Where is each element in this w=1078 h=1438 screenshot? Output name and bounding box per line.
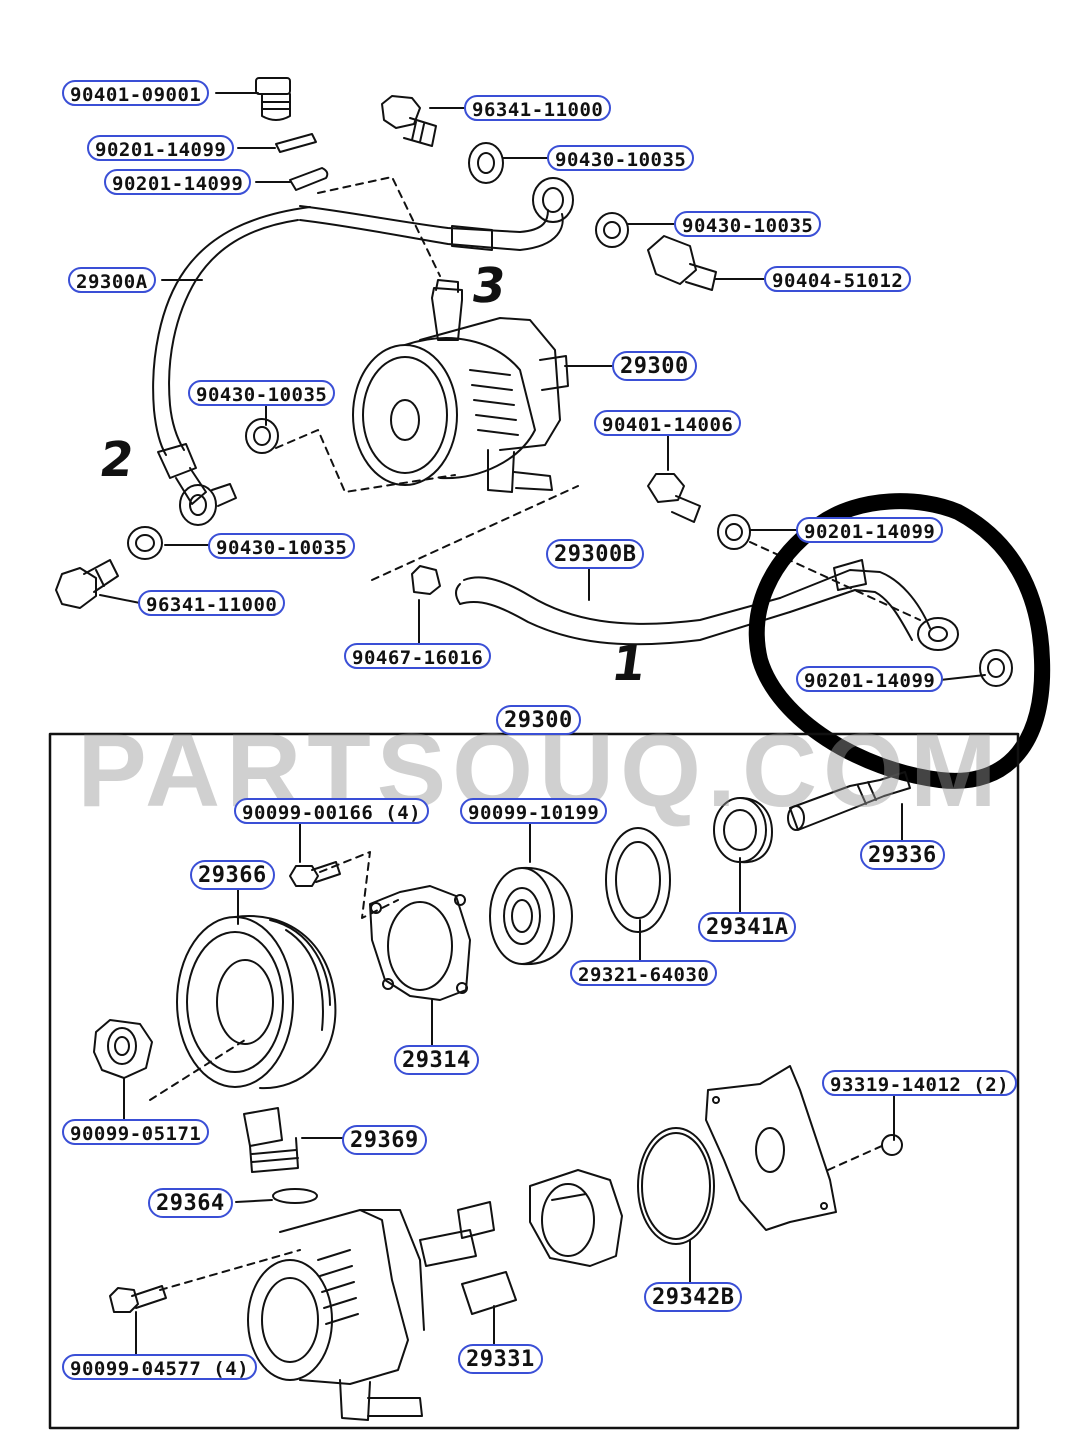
part-label-90430-10035[interactable]: 90430-10035 bbox=[208, 533, 356, 559]
part-label-29300[interactable]: 29300 bbox=[612, 351, 697, 381]
part-label-90201-14099[interactable]: 90201-14099 bbox=[87, 135, 235, 161]
washer-icon bbox=[469, 143, 503, 183]
hose-29300A-icon bbox=[153, 207, 310, 525]
o-ring-icon bbox=[273, 1189, 317, 1203]
part-label-90099-00166[interactable]: 90099-00166 (4) bbox=[234, 798, 430, 824]
oil-seal-icon bbox=[714, 798, 772, 862]
part-label-29300A[interactable]: 29300A bbox=[68, 267, 156, 293]
part-label-90467-16016[interactable]: 90467-16016 bbox=[344, 643, 492, 669]
part-label-90430-10035[interactable]: 90430-10035 bbox=[188, 380, 336, 406]
part-label-29314[interactable]: 29314 bbox=[394, 1045, 479, 1075]
part-label-90401-09001[interactable]: 90401-09001 bbox=[62, 80, 210, 106]
pipe-upper-icon bbox=[300, 206, 563, 250]
bolt-icon bbox=[290, 862, 340, 886]
washer-icon bbox=[128, 419, 278, 559]
plate-29314-icon bbox=[370, 886, 470, 1000]
part-label-90404-51012[interactable]: 90404-51012 bbox=[764, 266, 912, 292]
part-label-90201-14099[interactable]: 90201-14099 bbox=[796, 517, 944, 543]
part-label-93319-14012[interactable]: 93319-14012 (2) bbox=[822, 1070, 1018, 1096]
bearing-icon bbox=[490, 868, 572, 964]
union-fitting-icon bbox=[244, 1108, 298, 1172]
part-label-29321-64030[interactable]: 29321-64030 bbox=[570, 960, 718, 986]
nut-icon bbox=[94, 1020, 152, 1078]
hose-29300B-icon bbox=[412, 560, 958, 650]
bolt-icon bbox=[648, 474, 700, 522]
shim-ring-icon bbox=[606, 828, 670, 932]
gasket-washer-icon bbox=[276, 134, 327, 190]
part-label-90201-14099[interactable]: 90201-14099 bbox=[796, 666, 944, 692]
bolt-icon bbox=[110, 1286, 166, 1312]
vane-icon bbox=[420, 1202, 516, 1314]
part-label-29331[interactable]: 29331 bbox=[458, 1344, 543, 1374]
part-label-96341-11000[interactable]: 96341-11000 bbox=[464, 95, 612, 121]
part-label-90201-14099[interactable]: 90201-14099 bbox=[104, 169, 252, 195]
check-valve-icon bbox=[596, 213, 716, 290]
washer-icon bbox=[718, 515, 1012, 686]
leader-lines-top bbox=[100, 93, 985, 680]
part-label-29341A[interactable]: 29341A bbox=[698, 912, 797, 942]
pump-housing-icon bbox=[248, 1210, 424, 1420]
rotor-icon bbox=[530, 1170, 622, 1266]
part-label-29364[interactable]: 29364 bbox=[148, 1188, 233, 1218]
screw-icon bbox=[882, 1135, 902, 1155]
part-label-90099-05171[interactable]: 90099-05171 bbox=[62, 1119, 210, 1145]
part-label-29336[interactable]: 29336 bbox=[860, 840, 945, 870]
part-label-96341-11000[interactable]: 96341-11000 bbox=[138, 590, 286, 616]
part-label-29300B[interactable]: 29300B bbox=[546, 539, 645, 569]
dashed-guides-bottom bbox=[150, 852, 884, 1290]
eye-fitting-icon bbox=[533, 178, 573, 222]
shaft-29336-icon bbox=[788, 772, 910, 830]
union-bolt-icon bbox=[382, 96, 436, 146]
end-plate-icon bbox=[706, 1066, 836, 1230]
part-label-29369[interactable]: 29369 bbox=[342, 1125, 427, 1155]
part-label-90099-10199[interactable]: 90099-10199 bbox=[460, 798, 608, 824]
part-label-29342B[interactable]: 29342B bbox=[644, 1282, 743, 1312]
vacuum-pump-icon bbox=[353, 280, 568, 492]
o-ring-icon bbox=[638, 1128, 714, 1244]
part-label-90430-10035[interactable]: 90430-10035 bbox=[547, 145, 695, 171]
part-label-90430-10035[interactable]: 90430-10035 bbox=[674, 211, 822, 237]
union-bolt-icon bbox=[56, 560, 118, 608]
pulley-29366-icon bbox=[177, 916, 335, 1088]
part-label-29366[interactable]: 29366 bbox=[190, 860, 275, 890]
part-label-29300[interactable]: 29300 bbox=[496, 705, 581, 735]
part-label-90401-14006[interactable]: 90401-14006 bbox=[594, 410, 742, 436]
drain-plug-icon bbox=[256, 78, 290, 120]
part-label-90099-04577[interactable]: 90099-04577 (4) bbox=[62, 1354, 258, 1380]
